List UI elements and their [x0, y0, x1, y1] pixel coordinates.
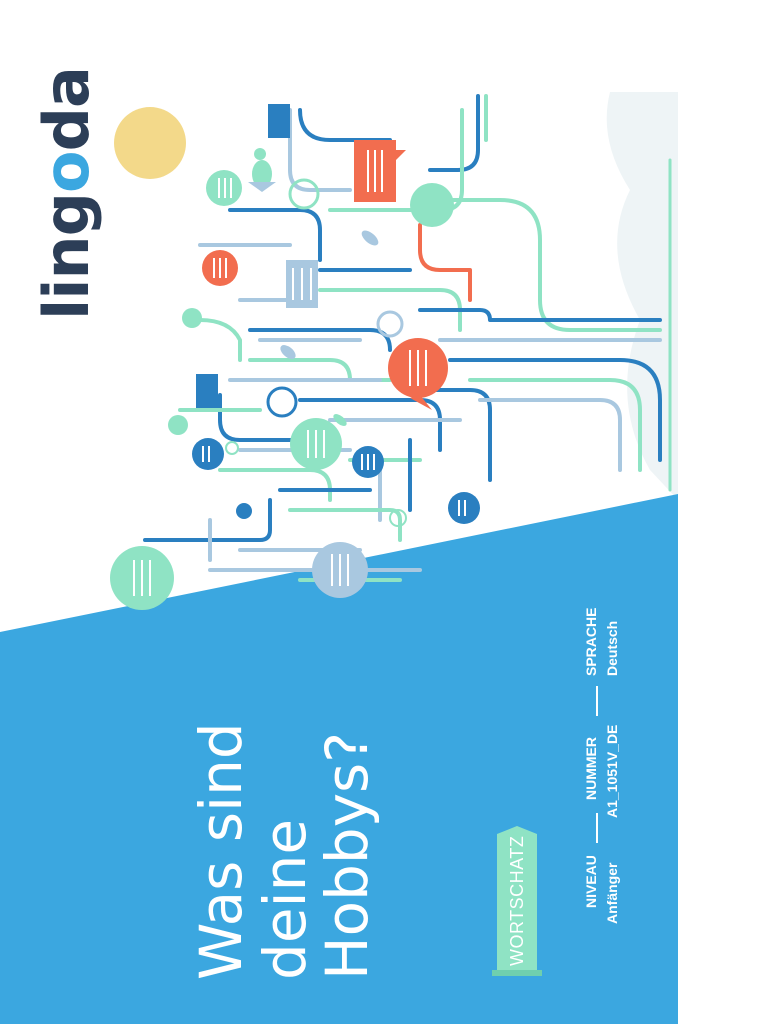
meta-separator	[596, 686, 598, 716]
blue-document-shape	[268, 104, 290, 138]
meta-separator	[596, 813, 598, 843]
nummer-label: NUMMER	[583, 737, 599, 800]
niveau-value: Anfänger	[604, 862, 620, 924]
title-line-2: deine	[251, 818, 319, 980]
title-line-3: Hobbys?	[313, 731, 381, 980]
logo-text-start: ling	[30, 192, 103, 320]
sprache-label: SPRACHE	[583, 607, 599, 676]
lingoda-logo: lingoda	[30, 67, 103, 320]
wortschatz-tag-shape	[492, 826, 542, 976]
sprache-value: Deutsch	[604, 620, 620, 676]
mint-large-bubble	[410, 183, 454, 227]
rocket-shape	[248, 148, 276, 192]
title-line-1: Was sind	[187, 722, 255, 980]
wortschatz-tag: WORTSCHATZ	[507, 835, 527, 966]
nummer-value: A1_1051V_DE	[604, 724, 620, 818]
logo-text-end: da	[30, 67, 103, 152]
background-wave	[606, 92, 678, 500]
logo-text-o: o	[30, 151, 103, 193]
sun-shape	[114, 107, 186, 179]
niveau-label: NIVEAU	[583, 855, 599, 908]
